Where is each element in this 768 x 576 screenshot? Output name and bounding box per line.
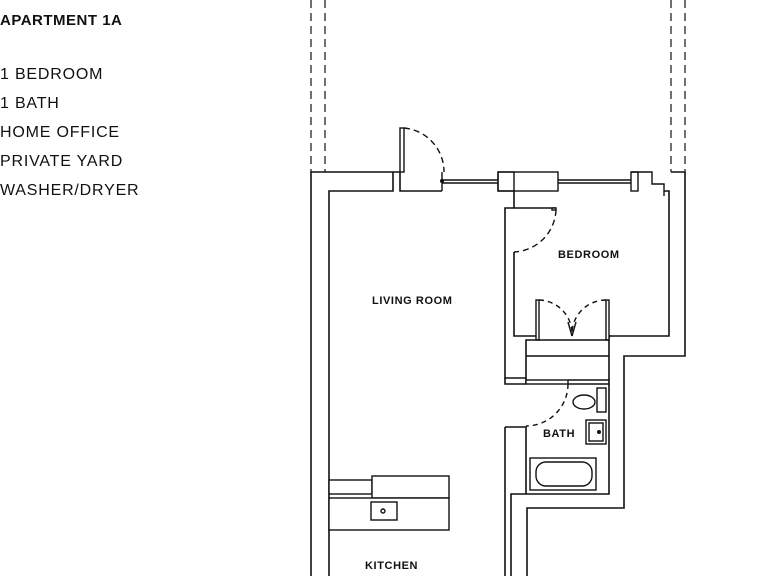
- feature-item: 1 BATH: [0, 95, 60, 112]
- feature-item: 1 BEDROOM: [0, 66, 104, 83]
- bedroom-walls: [504, 191, 611, 379]
- room-label-bath: BATH: [543, 428, 575, 440]
- room-label-bedroom: BEDROOM: [558, 249, 620, 261]
- private-yard-outline: [310, 0, 686, 172]
- feature-item: PRIVATE YARD: [0, 153, 124, 170]
- bath-walls: [504, 378, 609, 576]
- feature-item: WASHER/DRYER: [0, 182, 140, 199]
- bedroom-door: [513, 207, 557, 253]
- window-top-wall: [440, 171, 665, 196]
- kitchen-counter: [328, 475, 450, 531]
- feature-item: HOME OFFICE: [0, 124, 120, 141]
- closet-doors: [526, 299, 610, 357]
- room-label-living-room: LIVING ROOM: [372, 295, 453, 307]
- bath-door: [525, 379, 569, 427]
- exterior-walls: [310, 171, 686, 576]
- room-label-kitchen: KITCHEN: [365, 560, 418, 572]
- entry-door: [399, 127, 445, 191]
- bath-fixtures: [529, 387, 607, 491]
- unit-title: APARTMENT 1A: [0, 12, 123, 29]
- feature-list: 1 BEDROOM 1 BATH HOME OFFICE PRIVATE YAR…: [0, 64, 139, 209]
